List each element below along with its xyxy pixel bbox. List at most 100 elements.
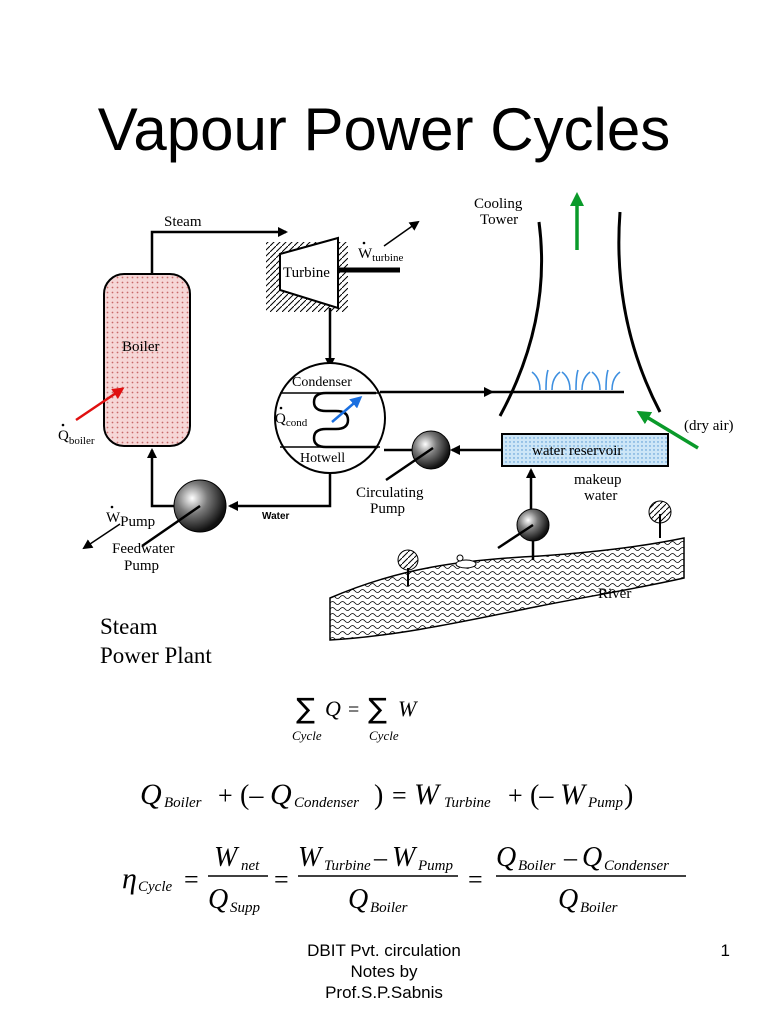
svg-text:–: –	[563, 843, 578, 872]
svg-text:Boiler: Boiler	[370, 900, 408, 916]
boiler	[103, 273, 191, 447]
w-pump-label: WPump	[106, 510, 155, 530]
svg-text:Condenser: Condenser	[604, 858, 669, 874]
makeup-water-label-1: makeup	[574, 472, 621, 488]
svg-text:W: W	[298, 842, 324, 873]
slide-title: Vapour Power Cycles	[97, 96, 671, 163]
circulating-pump-label-2: Pump	[370, 501, 405, 517]
svg-text:Cycle: Cycle	[138, 879, 172, 895]
w-turbine-arrow	[383, 220, 420, 247]
q-cond-label: Qcond	[275, 411, 308, 429]
svg-text:=: =	[468, 865, 483, 894]
svg-text:Pump: Pump	[417, 858, 453, 874]
w-turbine-label: Wturbine	[358, 246, 403, 264]
svg-text:=: =	[274, 865, 289, 894]
svg-text:Q: Q	[325, 696, 341, 721]
river-label: River	[598, 586, 631, 602]
equation-heat-work: Q Boiler + (– Q Condenser ) = W Turbine …	[140, 778, 633, 811]
svg-text:Boiler: Boiler	[164, 795, 202, 811]
equation-energy-balance: ∑ Q = ∑ W Cycle Cycle	[292, 692, 418, 743]
svg-text:Q: Q	[208, 884, 228, 915]
svg-text:Boiler: Boiler	[518, 858, 556, 874]
svg-text:+: +	[508, 781, 523, 810]
feedwater-pump-label-2: Pump	[124, 558, 159, 574]
svg-text:η: η	[122, 862, 137, 895]
turbine-label: Turbine	[283, 265, 330, 281]
svg-text:+: +	[218, 781, 233, 810]
q-boiler-arrow	[75, 387, 125, 422]
makeup-pump-shaft	[497, 523, 534, 550]
svg-text:net: net	[241, 858, 260, 874]
water-reservoir	[501, 433, 669, 467]
dry-air-label: (dry air)	[684, 418, 734, 434]
turbine	[279, 236, 339, 310]
feedwater-pump-shaft	[141, 504, 201, 548]
circulating-pump-label-1: Circulating	[356, 485, 424, 501]
svg-text:∑: ∑	[296, 692, 315, 725]
steam-label: Steam	[164, 214, 202, 230]
steam-line	[150, 227, 288, 275]
page-number: 1	[720, 941, 730, 960]
svg-text:W: W	[398, 696, 418, 721]
svg-text:(–: (–	[240, 780, 264, 811]
svg-text:W: W	[560, 778, 588, 811]
plant-caption-1: Steam	[100, 614, 158, 639]
water-spray	[531, 369, 621, 391]
svg-text:Q: Q	[348, 884, 368, 915]
circulating-pump-shaft	[385, 446, 434, 482]
equation-efficiency: η Cycle = W net Q Supp = W Turbine – W P…	[122, 842, 686, 916]
plant-caption-2: Power Plant	[100, 643, 212, 668]
svg-text:): )	[624, 780, 633, 811]
svg-text:Boiler: Boiler	[580, 900, 618, 916]
feedwater-pump-label-1: Feedwater	[112, 541, 174, 557]
dry-air-arrow	[636, 410, 699, 450]
condenser-coil	[312, 391, 378, 449]
svg-text:Pump: Pump	[587, 795, 623, 811]
q-boiler-dot	[61, 423, 65, 427]
q-boiler-label: Qboiler	[58, 428, 95, 447]
boiler-label: Boiler	[122, 339, 160, 355]
svg-text:Turbine: Turbine	[324, 858, 371, 874]
cooling-tower-left-wall	[498, 221, 544, 417]
cooling-tower-label-2: Tower	[480, 212, 518, 228]
svg-text:(–: (–	[530, 780, 554, 811]
svg-text:=: =	[184, 865, 199, 894]
svg-text:–: –	[373, 843, 388, 872]
water-reservoir-label: water reservoir	[532, 443, 622, 459]
footer-line-3: Prof.S.P.Sabnis	[325, 983, 443, 1002]
hotwell-label: Hotwell	[300, 451, 345, 466]
footer-line-1: DBIT Pvt. circulation	[307, 941, 461, 960]
cooling-tower-label-1: Cooling	[474, 196, 523, 212]
svg-text:Condenser: Condenser	[294, 795, 359, 811]
svg-text:): )	[374, 780, 383, 811]
w-turbine-dot	[362, 241, 366, 245]
svg-text:Q: Q	[496, 842, 516, 873]
duck-icon	[455, 554, 477, 569]
condenser-label: Condenser	[292, 375, 352, 390]
svg-text:Supp: Supp	[230, 900, 261, 916]
water-return-line	[228, 473, 332, 511]
svg-text:=: =	[392, 781, 407, 810]
footer-credit: DBIT Pvt. circulation Notes by Prof.S.P.…	[234, 940, 534, 1003]
svg-text:W: W	[392, 842, 418, 873]
svg-text:Q: Q	[140, 778, 162, 811]
svg-text:Turbine: Turbine	[444, 795, 491, 811]
water-label: Water	[262, 511, 290, 522]
footer-line-2: Notes by	[350, 962, 418, 981]
svg-text:W: W	[214, 842, 240, 873]
q-cond-arrow	[331, 396, 363, 423]
svg-text:∑: ∑	[368, 692, 387, 725]
svg-text:Cycle: Cycle	[369, 728, 399, 743]
svg-text:Q: Q	[582, 842, 602, 873]
svg-text:W: W	[414, 778, 442, 811]
tree-icon	[648, 500, 672, 538]
w-pump-arrow	[82, 523, 121, 550]
w-pump-dot	[110, 505, 114, 509]
svg-text:=: =	[348, 699, 359, 721]
cooling-tower-right-wall	[617, 211, 662, 413]
makeup-water-label-2: water	[584, 488, 617, 504]
feed-to-boiler-line	[147, 448, 174, 508]
svg-text:Q: Q	[270, 778, 292, 811]
svg-text:Cycle: Cycle	[292, 728, 322, 743]
